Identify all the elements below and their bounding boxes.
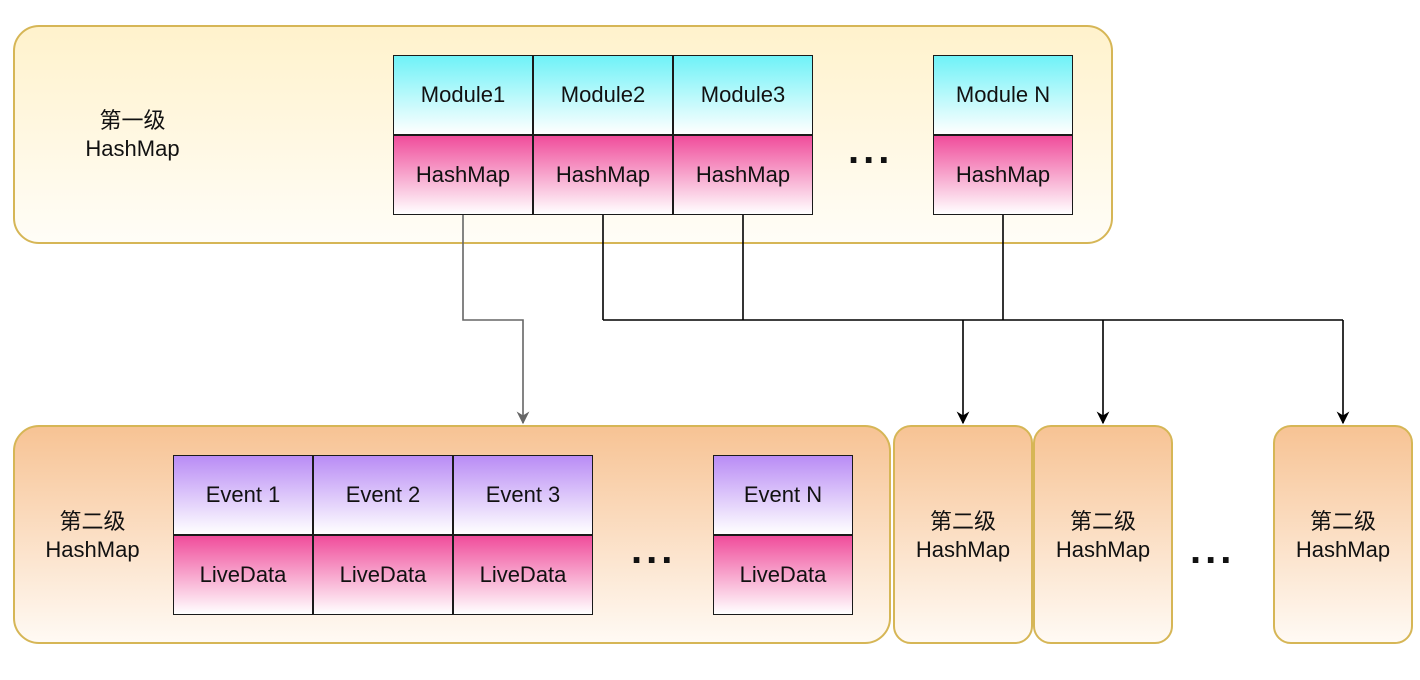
- module-value-cell: HashMap: [933, 135, 1073, 215]
- event-value-cell: LiveData: [453, 535, 593, 615]
- module-key-cell: Module N: [933, 55, 1073, 135]
- level2-box-label: 第二级 HashMap: [1033, 508, 1173, 564]
- level2-box-line2: HashMap: [1295, 537, 1391, 562]
- event-key-cell: Event 2: [313, 455, 453, 535]
- level2-box-line1: 第二级: [929, 509, 996, 534]
- level2-box-line2: HashMap: [1055, 537, 1151, 562]
- level1-label-line1: 第一级: [99, 108, 166, 133]
- level1-label: 第一级 HashMap: [60, 107, 205, 163]
- level2-box-line1: 第二级: [1069, 509, 1136, 534]
- module-value-cell: HashMap: [533, 135, 673, 215]
- event-key-cell: Event 3: [453, 455, 593, 535]
- module-value-cell: HashMap: [393, 135, 533, 215]
- level2-box: [893, 425, 1033, 644]
- event-value-cell: LiveData: [173, 535, 313, 615]
- level1-label-line2: HashMap: [85, 136, 180, 161]
- module-key-cell: Module2: [533, 55, 673, 135]
- event-value-cell: LiveData: [713, 535, 853, 615]
- level2-label: 第二级 HashMap: [20, 508, 165, 564]
- level2-box-line2: HashMap: [915, 537, 1011, 562]
- event-value-cell: LiveData: [313, 535, 453, 615]
- level2-box: [1273, 425, 1413, 644]
- module-key-cell: Module3: [673, 55, 813, 135]
- level2-box: [1033, 425, 1173, 644]
- event-key-cell: Event N: [713, 455, 853, 535]
- level2-label-line2: HashMap: [45, 537, 140, 562]
- level2-box-line1: 第二级: [1309, 509, 1376, 534]
- level2-box-label: 第二级 HashMap: [893, 508, 1033, 564]
- level2-box-label: 第二级 HashMap: [1273, 508, 1413, 564]
- module-value-cell: HashMap: [673, 135, 813, 215]
- module-key-cell: Module1: [393, 55, 533, 135]
- event-key-cell: Event 1: [173, 455, 313, 535]
- module1-to-level2-arrow: [462, 215, 530, 425]
- level2-label-line1: 第二级: [59, 509, 126, 534]
